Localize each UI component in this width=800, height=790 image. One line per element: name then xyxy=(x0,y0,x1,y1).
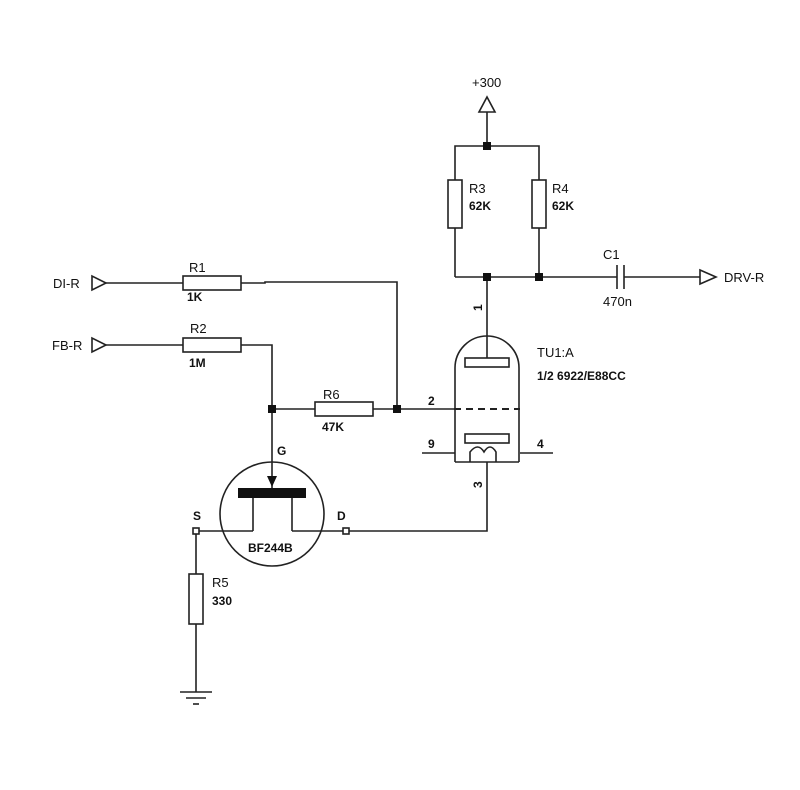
resistor-r2: R2 1M xyxy=(182,321,242,370)
port-di-r: DI-R xyxy=(53,274,108,292)
port-fb-r-label: FB-R xyxy=(52,338,82,353)
r5-value: 330 xyxy=(212,594,232,608)
jfet-bf244b: G S D BF244B xyxy=(192,444,350,567)
port-di-r-label: DI-R xyxy=(53,276,80,291)
r5-ref: R5 xyxy=(212,575,229,590)
tube-ref: TU1:A xyxy=(537,345,574,360)
ground-symbol xyxy=(180,691,212,705)
r1-value: 1K xyxy=(187,290,203,304)
r4-ref: R4 xyxy=(552,181,569,196)
capacitor-c1: C1 470n xyxy=(603,247,632,309)
r6-ref: R6 xyxy=(323,387,340,402)
port-drv-r: DRV-R xyxy=(699,268,764,286)
r4-value: 62K xyxy=(552,199,574,213)
resistor-r5: R5 330 xyxy=(188,573,232,625)
supply-label: +300 xyxy=(472,75,501,90)
source-terminal xyxy=(192,527,200,535)
r2-ref: R2 xyxy=(190,321,207,336)
jfet-part: BF244B xyxy=(248,541,293,555)
jfet-gate-label: G xyxy=(277,444,286,458)
supply-symbol: +300 xyxy=(472,75,501,113)
pin-cathode: 3 xyxy=(471,481,485,488)
r3-value: 62K xyxy=(469,199,491,213)
junction-dot xyxy=(483,273,491,281)
tube-tu1a: 1 2 3 9 4 TU1:A 1/2 6922/E88CC xyxy=(428,304,626,488)
resistor-r6: R6 47K xyxy=(314,387,374,434)
resistor-r4: R4 62K xyxy=(531,179,574,229)
junction-dot xyxy=(483,142,491,150)
jfet-source-label: S xyxy=(193,509,201,523)
r3-ref: R3 xyxy=(469,181,486,196)
junction-dot xyxy=(393,405,401,413)
r6-value: 47K xyxy=(322,420,344,434)
pin-heater-b: 4 xyxy=(537,437,544,451)
junction-dot xyxy=(268,405,276,413)
junctions xyxy=(268,142,543,413)
pin-heater-a: 9 xyxy=(428,437,435,451)
wires xyxy=(106,112,700,692)
r2-value: 1M xyxy=(189,356,206,370)
drain-terminal xyxy=(342,527,350,535)
resistor-r3: R3 62K xyxy=(447,179,491,229)
port-fb-r: FB-R xyxy=(52,336,108,354)
c1-ref: C1 xyxy=(603,247,620,262)
pin-grid: 2 xyxy=(428,394,435,408)
resistor-r1: R1 1K xyxy=(182,260,242,304)
jfet-drain-label: D xyxy=(337,509,346,523)
pin-plate: 1 xyxy=(471,304,485,311)
junction-dot xyxy=(535,273,543,281)
port-drv-r-label: DRV-R xyxy=(724,270,764,285)
tube-part: 1/2 6922/E88CC xyxy=(537,369,626,383)
c1-value: 470n xyxy=(603,294,632,309)
r1-ref: R1 xyxy=(189,260,206,275)
